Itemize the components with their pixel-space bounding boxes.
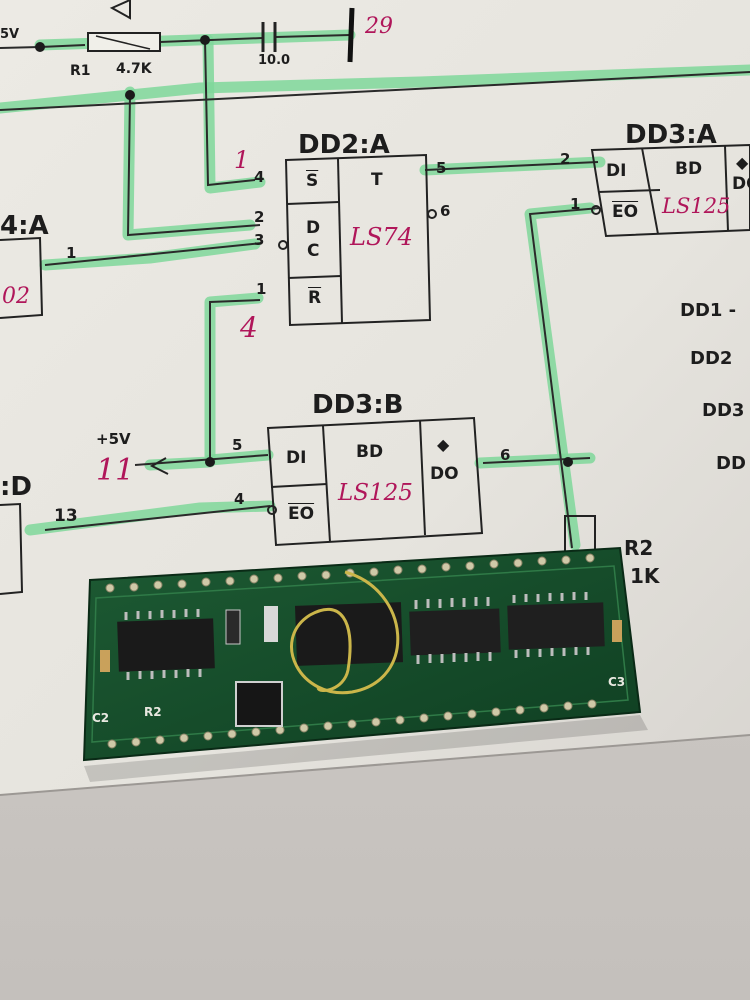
pcb-header-pads-bottom (107, 699, 597, 749)
dd3b-chip-handwritten: LS125 (338, 480, 413, 506)
dd2a-handwritten-1: 1 (234, 146, 250, 174)
pcb-ic-3 (409, 597, 501, 664)
dd3b-do-marker: ◆ (437, 435, 450, 454)
dd2a-pin-4: 4 (254, 168, 265, 186)
dd3a-bd-label: BD (675, 159, 703, 179)
dd3a-symbol (590, 143, 750, 238)
schematic-wires (0, 34, 750, 549)
capacitor-value: 10.0 (258, 53, 291, 68)
pcb-small-parts (100, 606, 622, 727)
r1-value: 4.7K (116, 61, 152, 77)
dd2a-pin-5: 5 (436, 159, 447, 177)
right-list-item-1: DD2 (690, 348, 733, 369)
dd2a-chip-handwritten: LS74 (350, 223, 413, 251)
dd3a-do-label: DO (732, 174, 750, 194)
right-list-item-2: DD3 (702, 400, 745, 421)
dd3b-title: DD3:B (312, 390, 404, 420)
dd3b-pin-6: 6 (500, 446, 511, 464)
net-29-handwritten: 29 (365, 14, 393, 39)
yellow-jumper-wire (290, 570, 400, 695)
dd2a-handwritten-4: 4 (240, 311, 258, 344)
right-list-item-0: DD1 - (680, 300, 737, 321)
capacitor-symbol (261, 22, 277, 52)
dd2a-r-label: R (308, 288, 322, 308)
dd2a-title: DD2:A (298, 130, 390, 160)
dd3b-pin-4: 4 (234, 490, 245, 508)
dd3b-di-label: DI (286, 448, 307, 468)
r2-value: 1K (630, 564, 660, 588)
dd2a-t-label: T (371, 170, 383, 190)
dd-left-symbol (0, 502, 24, 595)
dd4a-body-handwritten: 02 (2, 284, 30, 309)
dd3a-eo-label: EO (612, 202, 639, 222)
dd4a-title: 4:A (0, 211, 49, 241)
dd3a-di-label: DI (606, 161, 627, 181)
dd2a-pin-6: 6 (440, 202, 451, 220)
dd2a-d-label: D (306, 218, 321, 238)
pcb-header-pads-top (105, 553, 595, 593)
dd3a-chip-handwritten: LS125 (662, 194, 731, 218)
dd3a-title: DD3:A (625, 120, 717, 150)
net-29-marker (347, 7, 355, 63)
dd2a-pin-2: 2 (254, 208, 265, 226)
left-supply-label: 5V (0, 27, 20, 42)
dd3b-eo-label: EO (288, 504, 315, 524)
paper-edge (0, 734, 750, 796)
dd2a-pin-3: 3 (254, 231, 265, 249)
dd4a-pin-1: 1 (66, 244, 77, 262)
r2-label: R2 (624, 536, 654, 560)
dd3b-bd-label: BD (356, 442, 384, 462)
dd3b-supply-label: +5V (96, 430, 131, 448)
diode-symbol (109, 0, 131, 20)
pcb-silk-c2: C2 (92, 711, 110, 725)
dd3a-pin-2: 2 (560, 150, 571, 168)
right-list-item-3: DD (716, 453, 746, 474)
dd-left-title: :D (0, 472, 32, 502)
r1-label: R1 (70, 63, 91, 79)
dd2a-c-label: C (307, 241, 320, 261)
pcb-silk-c3: C3 (608, 675, 626, 689)
pcb-silk-r2: R2 (144, 705, 162, 719)
dd3a-pin-1: 1 (570, 195, 581, 213)
dd3b-do-label: DO (430, 464, 459, 484)
dd-left-pin-13: 13 (54, 506, 78, 526)
dd2a-s-label: S (306, 171, 319, 191)
pcb-shadow (84, 715, 648, 782)
pcb-ic-1 (117, 609, 215, 680)
junction-dots (35, 35, 573, 467)
dd2a-pin-1: 1 (256, 280, 267, 298)
dd3b-symbol (149, 416, 484, 547)
dd4a-symbol (0, 236, 44, 319)
dd3b-handwritten-11: 11 (96, 453, 135, 488)
dd3a-do-marker: ◆ (736, 153, 749, 172)
dd2a-symbol (278, 153, 437, 327)
pcb-ic-4 (507, 592, 605, 658)
dd3b-pin-5: 5 (232, 436, 243, 454)
